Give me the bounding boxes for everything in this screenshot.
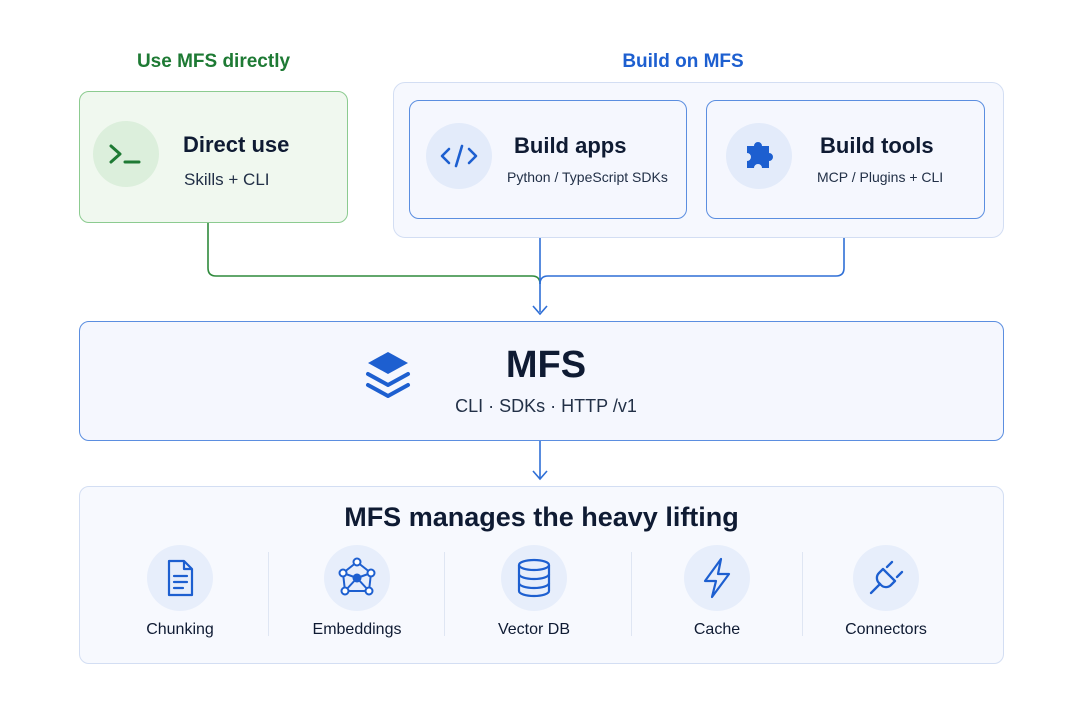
- feature-connectors: Connectors: [816, 545, 956, 639]
- build-apps-card[interactable]: Build apps Python / TypeScript SDKs: [409, 100, 687, 219]
- feature-divider: [444, 552, 445, 636]
- feature-divider: [268, 552, 269, 636]
- build-tools-subtitle: MCP / Plugins + CLI: [817, 169, 944, 185]
- build-tools-title: Build tools: [820, 133, 934, 158]
- plug-icon: [853, 545, 919, 611]
- feature-label: Chunking: [146, 621, 214, 638]
- mfs-title: MFS: [505, 344, 587, 386]
- code-icon: [426, 123, 492, 189]
- terminal-icon: [93, 121, 159, 187]
- build-tools-card[interactable]: Build tools MCP / Plugins + CLI: [706, 100, 985, 219]
- direct-use-subtitle: Skills + CLI: [184, 170, 270, 189]
- feature-label: Vector DB: [497, 621, 571, 638]
- feature-divider: [631, 552, 632, 636]
- feature-embeddings: Embeddings: [287, 545, 427, 639]
- direct-to-mfs-connector: [207, 223, 541, 285]
- mfs-core-box[interactable]: [79, 321, 1004, 441]
- feature-label: Cache: [693, 621, 741, 638]
- build-apps-title: Build apps: [514, 133, 627, 158]
- build-on-mfs-label: Build on MFS: [622, 51, 744, 72]
- feature-vector-db: Vector DB: [464, 545, 604, 639]
- feature-label: Connectors: [845, 621, 927, 638]
- puzzle-piece-icon: [726, 123, 792, 189]
- tools-to-mfs-connector: [539, 219, 845, 285]
- heavy-lifting-title: MFS manages the heavy lifting: [344, 502, 739, 532]
- feature-divider: [802, 552, 803, 636]
- use-directly-label: Use MFS directly: [136, 51, 291, 72]
- lightning-icon: [684, 545, 750, 611]
- direct-use-card[interactable]: Direct use Skills + CLI: [79, 91, 348, 223]
- mfs-subtitle: CLI · SDKs · HTTP /v1: [455, 396, 637, 416]
- feature-label: Embeddings: [312, 621, 402, 638]
- direct-use-title: Direct use: [183, 132, 290, 157]
- database-icon: [501, 545, 567, 611]
- build-apps-subtitle: Python / TypeScript SDKs: [507, 169, 668, 185]
- layers-icon: [362, 348, 414, 406]
- feature-chunking: Chunking: [110, 545, 250, 639]
- mfs-arrowhead: [532, 305, 548, 316]
- mfs-to-heavy-connector: [532, 441, 548, 481]
- document-icon: [147, 545, 213, 611]
- feature-cache: Cache: [647, 545, 787, 639]
- network-icon: [324, 545, 390, 611]
